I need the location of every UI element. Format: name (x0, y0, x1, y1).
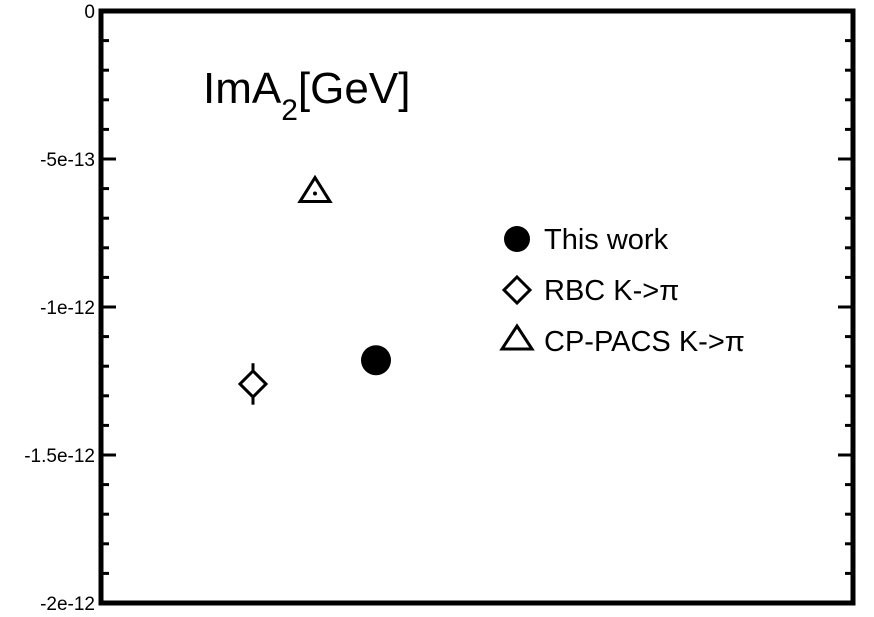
legend-label-rbc: RBC K->π (544, 275, 679, 307)
y-tick-labels: 0 -5e-13 -1e-12 -1.5e-12 -2e-12 (24, 2, 95, 615)
legend-marker-rbc (501, 274, 533, 306)
y-tick-label: -1e-12 (40, 298, 95, 319)
y-tick-label: -5e-13 (40, 150, 95, 171)
y-tick-label: 0 (84, 2, 95, 23)
point-this-work (361, 345, 391, 376)
data-points (237, 174, 391, 405)
legend-label-this-work: This work (544, 224, 669, 256)
legend-label-cp-pacs: CP-PACS K->π (544, 326, 745, 358)
point-cp-pacs-dot (313, 191, 317, 196)
title-unit: [GeV] (298, 64, 411, 113)
chart-title: ImA2[GeV] (203, 64, 410, 127)
minor-ticks (101, 39, 853, 575)
point-rbc (237, 368, 269, 400)
point-cp-pacs (297, 174, 333, 204)
y-tick-label: -2e-12 (40, 594, 95, 615)
legend: This work RBC K->π CP-PACS K->π (499, 224, 745, 358)
major-ticks (101, 9, 853, 605)
y-tick-label: -1.5e-12 (24, 446, 95, 467)
title-main: ImA (203, 64, 282, 113)
legend-marker-cp-pacs (499, 323, 535, 351)
title-subscript: 2 (281, 94, 298, 127)
legend-marker-this-work (504, 226, 530, 252)
